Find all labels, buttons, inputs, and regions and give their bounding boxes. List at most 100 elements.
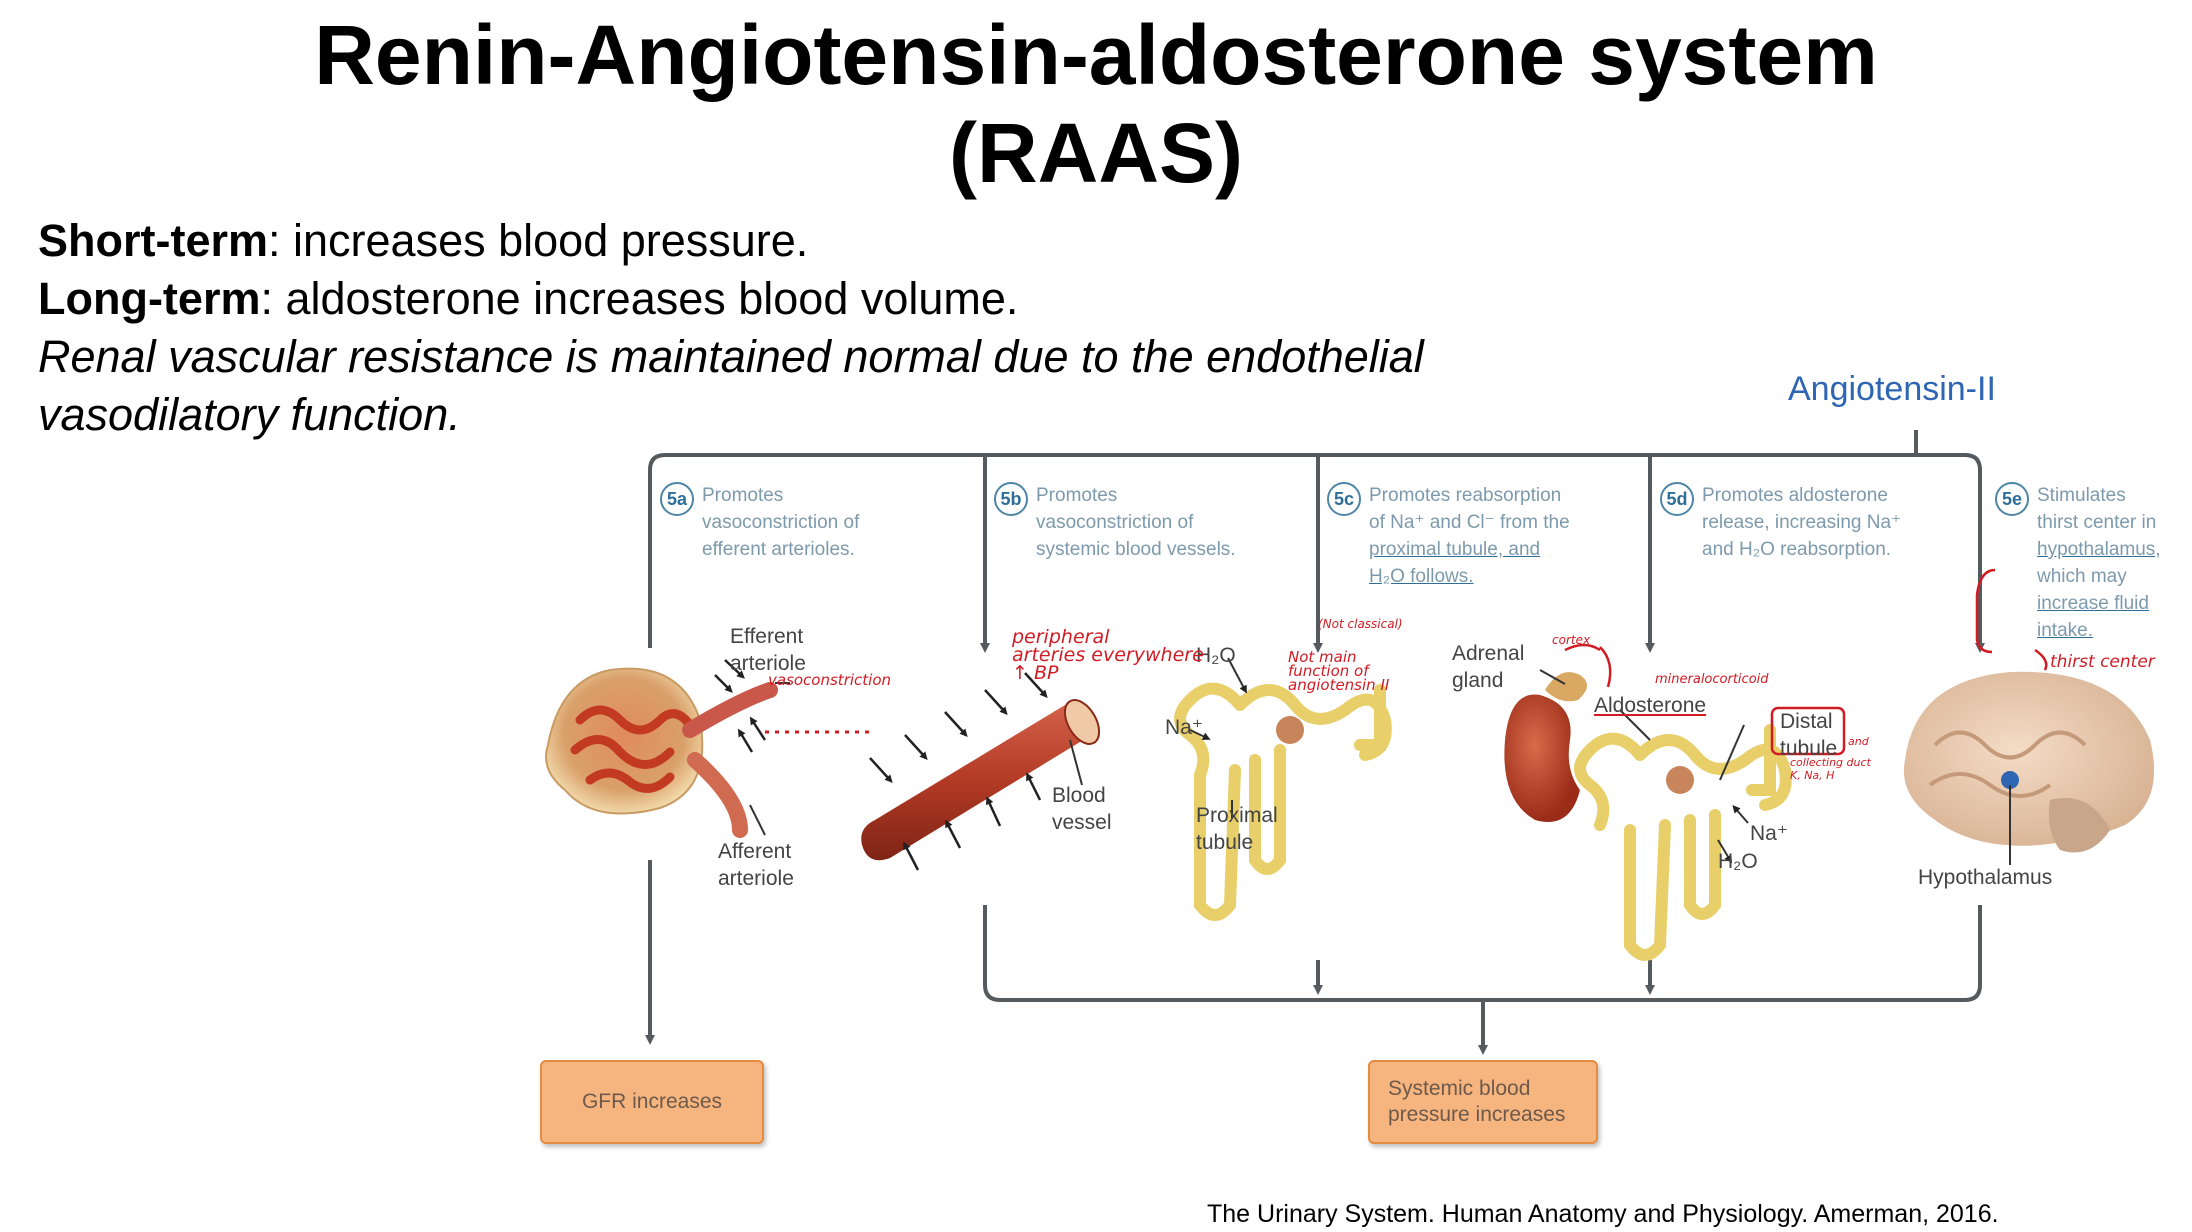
step-5e-underlined: intake. bbox=[2037, 620, 2093, 641]
annotation-vasoconstriction: vasoconstriction bbox=[768, 671, 892, 689]
annotation-cortex: cortex bbox=[1552, 633, 1591, 647]
step-5e-badge: 5e bbox=[1995, 482, 2029, 516]
step-5e-line: increase fluid bbox=[2037, 590, 2161, 617]
gfr-increases-box: GFR increases bbox=[540, 1060, 764, 1144]
annotation-line: angiotensin II bbox=[1288, 676, 1390, 694]
annotation-peripheral: peripheral arteries everywhere ↑ BP bbox=[1012, 626, 1204, 683]
label-line: Proximal bbox=[1196, 804, 1278, 827]
step-5a-line: Promotes bbox=[702, 485, 784, 506]
aldosterone-label: Aldosterone bbox=[1594, 694, 1707, 717]
long-term-line: Long-term: aldosterone increases blood v… bbox=[38, 270, 1424, 328]
step-5c-badge: 5c bbox=[1327, 482, 1361, 516]
step-5a-line: efferent arterioles. bbox=[702, 539, 855, 560]
label-line: Efferent bbox=[730, 625, 804, 648]
step-5b-text: Promotes vasoconstriction of systemic bl… bbox=[1036, 482, 1236, 563]
step-5a: 5a Promotes vasoconstriction of efferent… bbox=[660, 482, 859, 563]
glomerulus-illustration bbox=[545, 667, 778, 838]
glomerulus-small-right bbox=[1666, 766, 1694, 794]
vessel-squeeze-arrows bbox=[869, 672, 1048, 871]
angiotensin-label: Angiotensin-II bbox=[1788, 370, 1996, 408]
long-term-label: Long-term bbox=[38, 273, 261, 324]
step-5a-text: Promotes vasoconstriction of efferent ar… bbox=[702, 482, 859, 563]
short-term-line: Short-term: increases blood pressure. bbox=[38, 212, 1424, 270]
page-title: Renin-Angiotensin-aldosterone system (RA… bbox=[0, 6, 2192, 202]
step-5e-line: Stimulates bbox=[2037, 485, 2126, 506]
short-term-text: : increases blood pressure. bbox=[268, 215, 809, 266]
step-5d-line: Promotes aldosterone bbox=[1702, 485, 1888, 506]
long-term-text: : aldosterone increases blood volume. bbox=[260, 273, 1019, 324]
step-5b-line: vasoconstriction of bbox=[1036, 512, 1194, 533]
step-5e-underlined: hypothalamus, bbox=[2037, 539, 2161, 560]
angiotensin-branch-lines bbox=[648, 430, 1985, 653]
short-term-label: Short-term bbox=[38, 215, 269, 266]
step-5c-line: of Na⁺ and Cl⁻ from the bbox=[1369, 512, 1570, 533]
systemic-pressure-line: pressure increases bbox=[1388, 1103, 1566, 1126]
step-5d-line: and H₂O reabsorption. bbox=[1702, 539, 1892, 560]
annotation-not-classical: (Not classical) bbox=[1318, 617, 1403, 631]
annotation-mineralocorticoid: mineralocorticoid bbox=[1655, 672, 1769, 687]
glomerulus-small-left bbox=[1276, 716, 1304, 744]
annotation-thirst: thirst center bbox=[2050, 652, 2155, 672]
efferent-squeeze-arrows bbox=[714, 659, 767, 753]
label-line: Blood bbox=[1052, 784, 1106, 807]
systemic-pressure-box: Systemic blood pressure increases bbox=[1368, 1060, 1598, 1144]
label-line: arteriole bbox=[730, 652, 806, 675]
label-line: vessel bbox=[1052, 811, 1112, 834]
step-5e-line: intake. bbox=[2037, 617, 2161, 644]
step-5b-badge: 5b bbox=[994, 482, 1028, 516]
intro-text: Short-term: increases blood pressure. Lo… bbox=[38, 212, 1424, 444]
label-line: Adrenal bbox=[1452, 642, 1525, 665]
step-5e-line: thirst center in bbox=[2037, 512, 2157, 533]
blood-vessel-label: Blood vessel bbox=[1052, 782, 1112, 836]
h2o-label-right: H₂O bbox=[1718, 850, 1758, 873]
hypothalamus-marker bbox=[2001, 771, 2019, 789]
step-5c-line: Promotes reabsorption bbox=[1369, 485, 1562, 506]
annotation-line: arteries everywhere bbox=[1012, 644, 1204, 666]
annotation-marks bbox=[1564, 568, 2048, 756]
na-label-left: Na⁺ bbox=[1165, 716, 1203, 739]
step-5d-badge: 5d bbox=[1660, 482, 1694, 516]
h2o-label-left: H₂O bbox=[1196, 644, 1236, 667]
outcome-lines bbox=[645, 860, 1982, 1055]
label-line: Afferent bbox=[718, 840, 792, 863]
annotation-line: K, Na, H bbox=[1790, 769, 1835, 782]
step-5c: 5c Promotes reabsorption of Na⁺ and Cl⁻ … bbox=[1327, 482, 1570, 590]
title-line-1: Renin-Angiotensin-aldosterone system bbox=[314, 8, 1878, 102]
step-5e-line: hypothalamus, bbox=[2037, 536, 2161, 563]
brain-illustration bbox=[1903, 671, 2155, 865]
step-5c-line: proximal tubule, and bbox=[1369, 536, 1570, 563]
nephron-illustration-left bbox=[1174, 682, 1392, 921]
label-line: tubule bbox=[1196, 831, 1254, 854]
step-5b-line: Promotes bbox=[1036, 485, 1118, 506]
hypothalamus-label: Hypothalamus bbox=[1918, 866, 2053, 889]
gfr-increases-text: GFR increases bbox=[581, 1090, 723, 1113]
renal-line-1: Renal vascular resistance is maintained … bbox=[38, 331, 1424, 382]
label-line: gland bbox=[1452, 669, 1504, 692]
step-5b: 5b Promotes vasoconstriction of systemic… bbox=[994, 482, 1236, 563]
step-5d: 5d Promotes aldosterone release, increas… bbox=[1660, 482, 1901, 563]
step-5e: 5e Stimulates thirst center in hypothala… bbox=[1995, 482, 2161, 644]
step-5b-line: systemic blood vessels. bbox=[1036, 539, 1236, 560]
step-5c-underlined: H₂O follows. bbox=[1369, 566, 1474, 587]
step-5c-underlined: proximal tubule, and bbox=[1369, 539, 1541, 560]
annotation-line: peripheral bbox=[1012, 626, 1110, 648]
step-5e-underlined: increase fluid bbox=[2037, 593, 2149, 614]
kidney-illustration bbox=[1504, 672, 1588, 822]
citation: The Urinary System. Human Anatomy and Ph… bbox=[1207, 1200, 1999, 1228]
label-line: tubule bbox=[1780, 737, 1838, 760]
efferent-arteriole-label: Efferent arteriole bbox=[730, 623, 806, 677]
na-label-right: Na⁺ bbox=[1750, 822, 1788, 845]
systemic-pressure-line: Systemic blood bbox=[1388, 1077, 1531, 1100]
afferent-arteriole-label: Afferent arteriole bbox=[718, 838, 794, 892]
annotation-collecting: collecting duct K, Na, H bbox=[1790, 756, 1871, 782]
proximal-tubule-label: Proximal tubule bbox=[1196, 802, 1278, 856]
annotation-line: collecting duct bbox=[1790, 756, 1871, 769]
annotation-and: and bbox=[1848, 735, 1869, 748]
annotation-line: Not main bbox=[1288, 648, 1357, 666]
step-5c-text: Promotes reabsorption of Na⁺ and Cl⁻ fro… bbox=[1369, 482, 1570, 590]
step-5a-badge: 5a bbox=[660, 482, 694, 516]
blood-vessel-illustration bbox=[861, 699, 1101, 861]
annotation-not-main: Not main function of angiotensin II bbox=[1288, 648, 1390, 694]
nephron-illustration-right bbox=[1574, 724, 1792, 961]
